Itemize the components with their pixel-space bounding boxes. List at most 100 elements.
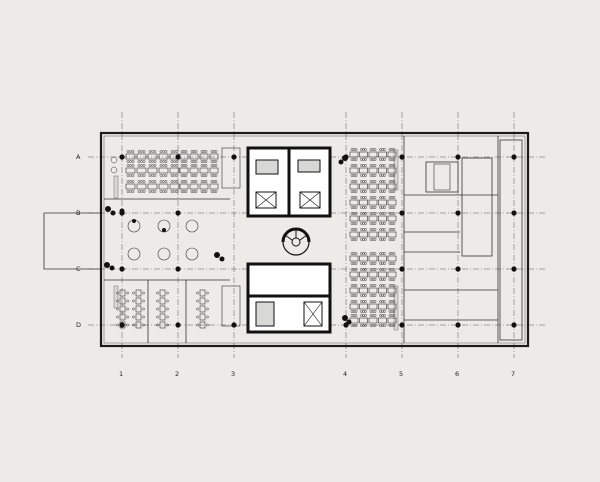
chair-symbol [184, 174, 188, 177]
chair-symbol [166, 323, 169, 327]
chair-symbol [142, 180, 146, 183]
table-symbol [159, 313, 166, 321]
entrance-bracket [43, 212, 101, 270]
grid-column-label-6: 6 [455, 370, 459, 378]
grid-column-label-2: 2 [175, 370, 179, 378]
chair-symbol [151, 190, 154, 193]
chair-symbol [126, 160, 130, 163]
grid-column-label-5: 5 [399, 370, 403, 378]
table-symbol [368, 231, 378, 238]
chair-symbol [364, 222, 367, 225]
table-symbol [158, 183, 169, 190]
chair-symbol [354, 262, 358, 265]
chair-symbol [354, 164, 358, 167]
chair-symbol [194, 180, 198, 183]
table-symbol [387, 287, 397, 294]
table-symbol [209, 183, 219, 190]
chair-symbol [184, 160, 188, 163]
chair-symbol [364, 180, 367, 183]
chair-symbol [392, 190, 396, 193]
chair-symbol [196, 307, 199, 311]
chair-symbol [126, 180, 130, 183]
chair-symbol [214, 190, 218, 193]
chair-symbol [354, 222, 358, 225]
structural-column [455, 322, 461, 328]
table-symbol [199, 153, 209, 160]
chair-symbol [354, 284, 358, 287]
table-symbol [199, 305, 206, 313]
chair-symbol [196, 315, 199, 319]
chair-symbol [383, 148, 386, 151]
structural-column [175, 322, 181, 328]
chair-symbol [164, 174, 168, 177]
chair-symbol [131, 174, 135, 177]
chair-symbol [364, 300, 367, 303]
table-symbol [199, 183, 209, 190]
chair-symbol [392, 324, 396, 327]
chair-symbol [137, 190, 141, 193]
chair-symbol [170, 180, 174, 183]
chair-symbol [137, 164, 141, 167]
chair-symbol [116, 291, 119, 295]
chair-symbol [132, 323, 135, 327]
chair-symbol [142, 307, 145, 311]
chair-symbol [153, 150, 157, 153]
chair-symbol [126, 190, 130, 193]
table-symbol [147, 167, 158, 174]
chair-symbol [364, 196, 367, 199]
chair-symbol [164, 150, 168, 153]
chair-symbol [131, 180, 135, 183]
chair-symbol [383, 268, 386, 271]
chair-symbol [383, 294, 386, 297]
chair-symbol [142, 299, 145, 303]
chair-symbol [373, 324, 377, 327]
table-symbol [359, 303, 368, 310]
chair-symbol [151, 160, 154, 163]
table-symbol [179, 183, 189, 190]
chair-symbol [164, 160, 168, 163]
chair-symbol [392, 164, 396, 167]
structural-column [175, 266, 181, 272]
table-symbol [359, 183, 368, 190]
table-symbol [119, 289, 126, 297]
chair-symbol [132, 307, 135, 311]
structural-column [231, 154, 237, 160]
table-symbol [368, 151, 378, 158]
table-symbol [136, 167, 147, 174]
chair-symbol [373, 310, 377, 313]
chair-symbol [153, 190, 157, 193]
table-symbol [349, 167, 359, 174]
table-symbol [159, 321, 166, 329]
structural-column [455, 210, 461, 216]
chair-symbol [364, 294, 367, 297]
chair-symbol [159, 190, 163, 193]
table-symbol [359, 231, 368, 238]
table-symbol [125, 153, 136, 160]
chair-symbol [392, 212, 396, 215]
table-symbol [119, 305, 126, 313]
chair-symbol [373, 174, 377, 177]
table-symbol [135, 313, 142, 321]
table-symbol [368, 317, 378, 324]
structural-column [455, 266, 461, 272]
structural-column [511, 210, 517, 216]
chair-symbol [126, 299, 129, 303]
table-symbol [378, 231, 387, 238]
chair-symbol [131, 160, 135, 163]
chair-symbol [175, 190, 179, 193]
table-symbol [378, 287, 387, 294]
chair-symbol [383, 196, 386, 199]
chair-symbol [126, 291, 129, 295]
grid-row-label-a: A [76, 153, 81, 161]
table-symbol [349, 231, 359, 238]
chair-symbol [354, 174, 358, 177]
chair-symbol [383, 174, 386, 177]
chair-symbol [354, 238, 358, 241]
chair-symbol [373, 262, 377, 265]
table-symbol [378, 215, 387, 222]
chair-symbol [392, 284, 396, 287]
chair-symbol [156, 299, 159, 303]
chair-symbol [166, 307, 169, 311]
chair-symbol [126, 164, 130, 167]
